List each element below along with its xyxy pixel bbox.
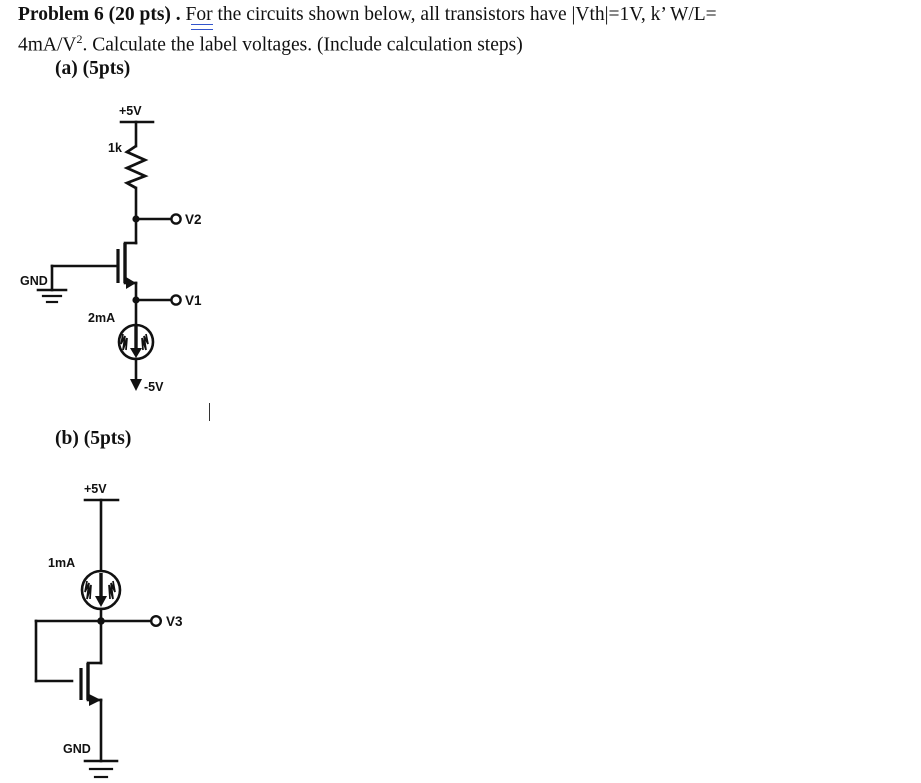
resistor-1k-symbol xyxy=(123,144,149,190)
neg-supply-arrow-a xyxy=(130,379,142,391)
terminal-v3[interactable] xyxy=(149,615,162,628)
current-source-squiggle-left-b xyxy=(84,580,92,600)
supply-top-label-b: +5V xyxy=(84,482,107,496)
source-arrow-a xyxy=(126,277,136,289)
supply-bottom-label-a: -5V xyxy=(144,380,164,394)
node-label-v3: V3 xyxy=(166,614,183,629)
current-source-squiggle-left-a xyxy=(120,333,128,351)
problem-body-line2-pre: 4mA/V xyxy=(18,34,77,56)
gnd-label-b: GND xyxy=(63,742,91,756)
exponent-two: 2 xyxy=(76,32,83,46)
part-a-label: (a) (5pts) xyxy=(55,58,131,79)
node-label-v1: V1 xyxy=(185,293,202,308)
grammar-suggestion-underline xyxy=(191,24,213,30)
current-source-squiggle-right-a xyxy=(141,333,149,351)
node-label-v2: V2 xyxy=(185,212,202,227)
part-b-label: (b) (5pts) xyxy=(55,428,132,449)
current-source-label-b: 1mA xyxy=(48,556,75,570)
problem-body-line1: For the circuits shown below, all transi… xyxy=(180,4,717,25)
terminal-v1[interactable] xyxy=(170,294,182,306)
current-source-squiggle-right-b xyxy=(108,580,116,600)
circuit-b-group: +5V 1mA V3 xyxy=(34,482,183,779)
source-arrow-b xyxy=(89,694,101,706)
current-source-label-a: 2mA xyxy=(88,311,115,325)
current-source-arrow-head-a xyxy=(130,348,142,358)
problem-body-line2-post: . Calculate the label voltages. (Include… xyxy=(82,34,523,56)
problem-statement: Problem 6 (20 pts) . For the circuits sh… xyxy=(18,2,908,58)
gnd-label-a: GND xyxy=(20,274,48,288)
terminal-v2[interactable] xyxy=(170,213,182,225)
problem-title: Problem 6 (20 pts) . xyxy=(18,4,181,25)
circuit-a-group: +5V 1k V2 xyxy=(20,104,202,394)
supply-top-label-a: +5V xyxy=(119,104,142,118)
current-source-arrow-head-b xyxy=(95,596,107,607)
resistor-1k-label: 1k xyxy=(108,141,122,155)
text-cursor xyxy=(209,403,210,421)
